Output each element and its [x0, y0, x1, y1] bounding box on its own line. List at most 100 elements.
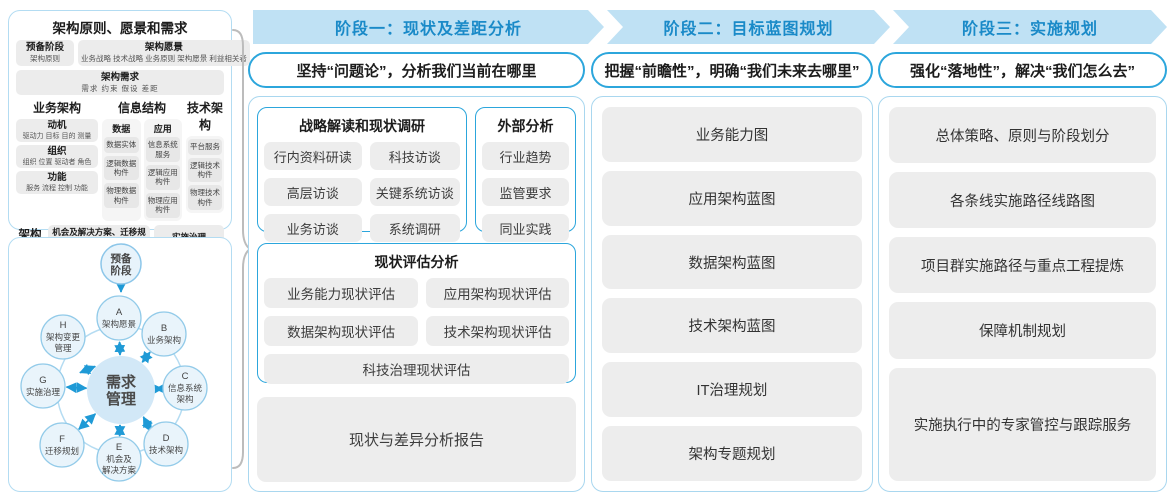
current-state-assessment-group: 现状评估分析 业务能力现状评估 应用架构现状评估 数据架构现状评估 技术架构现状…	[257, 243, 576, 384]
technology-architecture-column: 技术架构 平台服务 逻辑技术构件 物理技术构件	[186, 99, 224, 214]
node-a-architecture-vision: A 架构愿景	[96, 295, 142, 341]
phase-1-subtitle: 坚持“问题论”，分析我们当前在哪里	[248, 52, 585, 88]
logical-app-box: 逻辑应用构件	[145, 165, 180, 190]
external-analysis-title: 外部分析	[497, 118, 554, 134]
svg-text:E: E	[116, 442, 122, 453]
it-governance-planning-box: IT治理规划	[602, 362, 862, 418]
center-requirements-management-node: 需求 管理	[87, 356, 155, 424]
node-f-migration-planning: F 迁移规划	[39, 422, 85, 468]
svg-text:技术架构: 技术架构	[149, 445, 183, 455]
executive-interview-box: 高层访谈	[264, 178, 362, 206]
platform-service-box: 平台服务	[188, 139, 222, 155]
application-header: 应用	[153, 124, 172, 135]
expert-control-tracking-box: 实施执行中的专家管控与跟踪服务	[889, 367, 1156, 481]
key-system-interview-box: 关键系统访谈	[369, 178, 460, 206]
svg-text:阶段: 阶段	[111, 264, 132, 277]
physical-data-box: 物理数据构件	[104, 183, 139, 209]
phase-2-banner: 阶段二：目标蓝图规划	[607, 10, 890, 44]
svg-text:架构变更: 架构变更	[46, 332, 81, 342]
program-path-key-projects-box: 项目群实施路径与重点工程提炼	[889, 237, 1156, 294]
implementation-governance-title: 实施治理	[157, 232, 221, 243]
architecture-vision-box: 架构愿景 业务战略 技术战略 业务原则 架构愿景 利益相关者	[78, 40, 250, 66]
information-structure-header: 信息结构	[117, 101, 166, 116]
svg-text:实施治理: 实施治理	[26, 387, 61, 397]
regulatory-requirements-box: 监管要求	[482, 178, 569, 206]
phase-2-subtitle: 把握“前瞻性”，明确“我们未来去哪里”	[591, 52, 873, 88]
gap-analysis-report-box: 现状与差异分析报告	[257, 397, 576, 482]
organization-sub: 组织 位置 驱动者 角色	[22, 159, 92, 167]
data-header: 数据	[112, 124, 131, 135]
overall-strategy-box: 总体策略、原则与阶段划分	[889, 107, 1156, 164]
technology-architecture-blueprint-box: 技术架构蓝图	[602, 298, 862, 354]
business-interview-box: 业务访谈	[264, 214, 362, 242]
strategy-research-title: 战略解读和现状调研	[299, 118, 425, 134]
svg-text:D: D	[163, 433, 170, 444]
prep-phase-sub: 架构原则	[30, 53, 60, 63]
svg-text:需求: 需求	[106, 373, 137, 391]
prep-phase-box: 预备阶段 架构原则	[16, 40, 74, 66]
phase-2-column: 业务能力图 应用架构蓝图 数据架构蓝图 技术架构蓝图 IT治理规划 架构专题规划	[591, 96, 873, 492]
application-architecture-assessment-box: 应用架构现状评估	[426, 278, 569, 308]
node-e-opportunities-solutions: E 机会及 解决方案	[96, 436, 142, 482]
svg-text:F: F	[59, 434, 65, 445]
function-sub: 服务 流程 控制 功能	[26, 185, 88, 193]
motivation-box: 动机 驱动力 目标 目的 测量	[16, 119, 98, 143]
logical-tech-box: 逻辑技术构件	[188, 157, 222, 183]
logical-data-box: 逻辑数据构件	[104, 155, 139, 181]
architecture-vision-title: 架构愿景	[144, 42, 183, 53]
industry-trends-box: 行业趋势	[482, 142, 569, 170]
physical-app-box: 物理应用构件	[145, 192, 180, 218]
function-box: 功能 服务 流程 控制 功能	[16, 171, 98, 195]
data-subcolumn: 数据 数据实体 逻辑数据构件 物理数据构件	[102, 119, 141, 221]
application-architecture-blueprint-box: 应用架构蓝图	[602, 170, 862, 226]
node-g-implementation-governance: G 实施治理	[20, 363, 66, 409]
adm-cycle-diagram: 预备 阶段 A 架构愿景 B 业务架构 C 信息系统 架构 D 技术架构 E 机…	[20, 243, 208, 482]
node-h-architecture-change-management: H 架构变更 管理	[40, 314, 86, 360]
application-subcolumn: 应用 信息系统服务 逻辑应用构件 物理应用构件	[143, 119, 182, 221]
svg-text:管理: 管理	[54, 343, 72, 353]
adm-cycle-panel: 预备 阶段 A 架构愿景 B 业务架构 C 信息系统 架构 D 技术架构 E 机…	[8, 237, 232, 492]
technology-subcolumn: 平台服务 逻辑技术构件 物理技术构件	[186, 136, 224, 214]
prep-phase-node: 预备 阶段	[100, 243, 142, 285]
data-entity-box: 数据实体	[104, 137, 139, 153]
tech-interview-box: 科技访谈	[369, 142, 460, 170]
svg-text:A: A	[116, 307, 123, 318]
it-governance-assessment-box: 科技治理现状评估	[264, 354, 569, 384]
system-research-box: 系统调研	[369, 214, 460, 242]
external-analysis-group: 外部分析 行业趋势 监管要求 同业实践	[475, 107, 576, 242]
organization-box: 组织 组织 位置 驱动者 角色	[16, 145, 98, 169]
line-implementation-roadmap-box: 各条线实施路径线路图	[889, 172, 1156, 229]
organization-title: 组织	[47, 146, 67, 158]
svg-text:迁移规划: 迁移规划	[45, 446, 79, 456]
node-d-technology-architecture: D 技术架构	[143, 421, 189, 467]
svg-text:C: C	[182, 371, 189, 382]
svg-text:架构愿景: 架构愿景	[102, 319, 136, 329]
architecture-framework-panel: 架构原则、愿景和需求 预备阶段 架构原则 架构愿景 业务战略 技术战略 业务原则…	[8, 10, 250, 261]
current-state-assessment-title: 现状评估分析	[374, 254, 459, 270]
physical-tech-box: 物理技术构件	[188, 185, 222, 211]
business-capability-map-box: 业务能力图	[602, 107, 862, 162]
svg-text:架构: 架构	[176, 394, 193, 404]
strategy-research-group: 战略解读和现状调研 行内资料研读 科技访谈 高层访谈 关键系统访谈 业务访谈 系…	[257, 107, 467, 242]
business-capability-assessment-box: 业务能力现状评估	[264, 278, 419, 308]
phase-1-banner: 阶段一：现状及差距分析	[253, 10, 604, 44]
phase-3-banner: 阶段三：实施规划	[893, 10, 1167, 44]
information-structure-column: 信息结构 数据 数据实体 逻辑数据构件 物理数据构件 应用 信息系统服务 逻辑应…	[102, 99, 182, 221]
phase-1-column: 战略解读和现状调研 行内资料研读 科技访谈 高层访谈 关键系统访谈 业务访谈 系…	[248, 96, 585, 492]
framework-title: 架构原则、愿景和需求	[52, 21, 188, 36]
svg-text:解决方案: 解决方案	[102, 465, 137, 475]
motivation-sub: 驱动力 目标 目的 测量	[22, 133, 92, 141]
node-b-business-architecture: B 业务架构	[141, 311, 187, 357]
center-arrows	[65, 341, 166, 437]
svg-text:信息系统: 信息系统	[168, 383, 203, 393]
info-system-service-box: 信息系统服务	[145, 137, 180, 162]
phase-3-subtitle: 强化“落地性”，解决“我们怎么去”	[878, 52, 1167, 88]
svg-text:G: G	[39, 375, 46, 386]
prep-phase-title: 预备阶段	[25, 42, 64, 53]
svg-text:业务架构: 业务架构	[147, 335, 181, 345]
data-architecture-assessment-box: 数据架构现状评估	[264, 316, 419, 346]
business-architecture-header: 业务架构	[32, 101, 81, 116]
motivation-title: 动机	[47, 120, 67, 132]
svg-text:H: H	[60, 320, 67, 331]
function-title: 功能	[47, 172, 67, 184]
